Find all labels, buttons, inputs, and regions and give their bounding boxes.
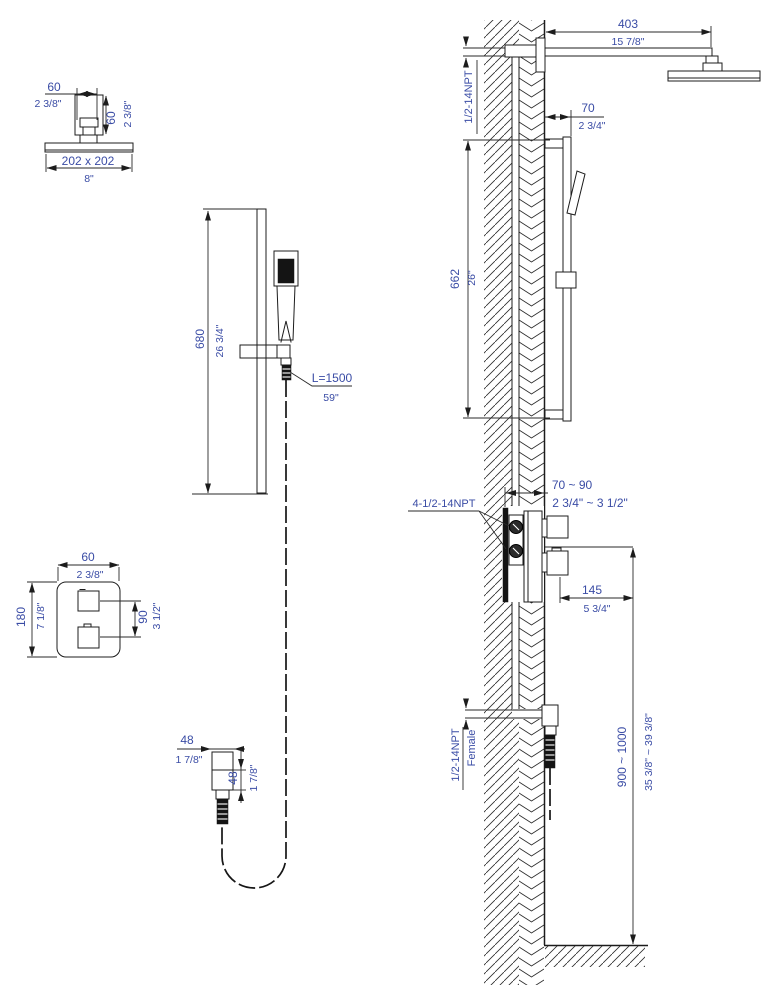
dim-outlet-height-in: 1 7/8" — [248, 764, 260, 791]
dim-mount-height-in: 35 3/8" ~ 39 3/8" — [643, 713, 655, 791]
dim-bar-span-in: 26" — [466, 270, 478, 286]
dim-arm-thread: 1/2-14NPT — [463, 36, 478, 134]
outlet-nut-front — [215, 789, 230, 800]
dim-valve-depth-in: 2 3/4" ~ 3 1/2" — [552, 496, 628, 510]
dim-valve-offset-mm: 145 — [582, 583, 602, 597]
hand-shower-inlet-cone — [280, 320, 292, 343]
dim-bar-front: 680 26 3/4" — [192, 208, 268, 495]
outlet-thread-label2: Female — [466, 730, 478, 767]
shower-arm-side — [463, 37, 761, 82]
dim-bar-offset: 70 2 3/4" — [544, 101, 606, 136]
dim-arm-in: 15 7/8" — [612, 36, 645, 48]
floor — [544, 944, 648, 967]
dim-valve-width-mm: 60 — [81, 550, 95, 564]
valve-thread-callout: 4-1/2-14NPT — [408, 498, 510, 550]
dim-head-height-mm: 60 — [104, 111, 118, 125]
hose-outlet-side: 1/2-14NPT Female — [450, 698, 559, 820]
arm-wall-pipe — [504, 44, 537, 58]
outlet-nut-side — [544, 725, 557, 736]
dim-bar-offset-in: 2 3/4" — [578, 120, 605, 132]
outlet-thread-label: 1/2-14NPT — [450, 728, 462, 781]
dim-mount-height-mm: 900 ~ 1000 — [615, 726, 629, 787]
dim-valve-depth: 70 ~ 90 2 3/4" ~ 3 1/2" — [504, 478, 628, 510]
wall-section — [484, 20, 546, 985]
dim-arm-mm: 403 — [618, 17, 638, 31]
dim-valve-offset-in: 5 3/4" — [583, 603, 610, 615]
valve-trim-plate-side — [523, 510, 543, 603]
valve-side — [502, 506, 569, 603]
slide-bar-side — [544, 136, 586, 422]
shower-hose — [221, 380, 287, 889]
valve-knob-top-front — [77, 590, 100, 612]
dim-head-width-in: 2 3/8" — [34, 98, 61, 110]
hose-length-label: L=1500 — [312, 371, 353, 385]
hand-shower-nut — [280, 357, 292, 366]
valve-mounting-bar — [502, 507, 509, 603]
outlet-front-view: 48 1 7/8" 48 1 7/8" — [175, 733, 260, 825]
hose-length-callout: L=1500 59" — [289, 371, 353, 404]
dim-valve-offset: 145 5 3/4" — [559, 577, 634, 615]
in-wall-pipe-channel — [512, 57, 519, 709]
head-swivel-upper — [705, 55, 719, 64]
dim-head-face-in: 8" — [84, 173, 94, 185]
valve-thread-label: 4-1/2-14NPT — [413, 498, 476, 510]
valve-knob-bottom-front — [77, 626, 100, 649]
head-neck — [79, 134, 98, 144]
dim-valve-height-mm: 180 — [14, 607, 28, 627]
head-plate — [44, 142, 134, 153]
dim-bar-offset-mm: 70 — [581, 101, 595, 115]
bar-holder-front — [239, 344, 291, 359]
valve-front-view: 60 2 3/8" 180 7 1/8" 90 3 1/2" — [14, 550, 163, 658]
dim-outlet-width-mm: 48 — [180, 733, 194, 747]
outlet-body-side — [541, 704, 559, 727]
dim-valve-handles-mm: 90 — [136, 610, 150, 624]
dim-head-width-mm: 60 — [47, 80, 61, 94]
dim-valve-height-in: 7 1/8" — [35, 602, 47, 629]
riser-front-view — [221, 208, 299, 889]
arm-flange — [535, 37, 546, 73]
outlet-hose-connector-front — [216, 798, 229, 825]
dim-valve-width-in: 2 3/8" — [76, 569, 103, 581]
dim-head-face-mm: 202 x 202 — [62, 154, 115, 168]
dim-outlet-width-in: 1 7/8" — [175, 754, 202, 766]
dim-bar-front-in: 26 3/4" — [214, 324, 226, 357]
hand-shower-side — [566, 170, 586, 216]
dim-outlet-height-mm: 48 — [226, 771, 240, 785]
hand-shower-handle — [276, 285, 296, 341]
dim-bar-span: 662 26" — [448, 139, 550, 419]
valve-knob-bottom-side — [546, 550, 569, 576]
shower-head-side — [667, 70, 761, 82]
dim-mount-height: 900 ~ 1000 35 3/8" ~ 39 3/8" — [545, 546, 655, 945]
head-detail-view: 60 2 3/8" 60 2 3/8" 202 x 202 8" — [34, 80, 134, 185]
head-swivel-lower — [702, 62, 723, 72]
dim-arm-length: 403 15 7/8" — [545, 17, 712, 48]
hose-length-in: 59" — [323, 392, 339, 404]
bar-holder-side — [555, 271, 577, 289]
valve-knob-top-side — [546, 515, 569, 539]
hand-shower-face — [277, 258, 295, 284]
wall-hatch-inner-chevron — [519, 20, 544, 985]
floor-hatch — [545, 946, 645, 967]
dim-bar-span-mm: 662 — [448, 269, 462, 289]
dim-bar-front-mm: 680 — [193, 329, 207, 349]
dim-valve-handles-in: 3 1/2" — [151, 602, 163, 629]
dim-valve-depth-mm: 70 ~ 90 — [552, 478, 593, 492]
arm-thread-label: 1/2-14NPT — [463, 70, 475, 123]
dim-head-height-in: 2 3/8" — [122, 100, 134, 127]
